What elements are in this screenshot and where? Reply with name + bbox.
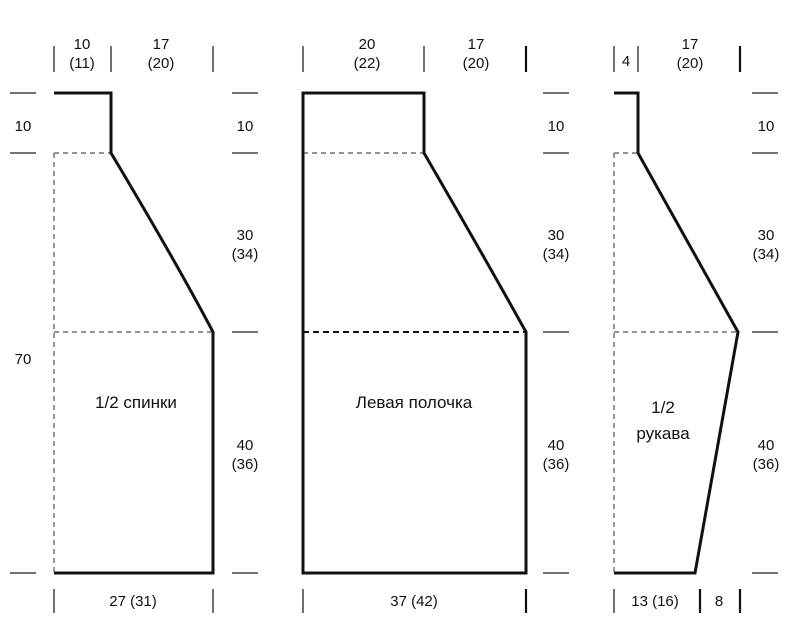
front-right-dim-bottom: 40: [548, 437, 565, 454]
sleeve-right-dim-bottom-alt: (36): [753, 456, 780, 473]
back-right-dim-bottom-alt: (36): [232, 456, 259, 473]
sleeve-right-dim-mid-alt: (34): [753, 246, 780, 263]
back-bottom-dim: 27 (31): [109, 593, 157, 610]
back-top-dim-armhole: 17: [153, 36, 170, 53]
front-label: Левая полочка: [356, 393, 473, 412]
front-right-dim-mid: 30: [548, 227, 565, 244]
back-right-dim-top: 10: [237, 118, 254, 135]
front-top-dim-armhole-alt: (20): [463, 55, 490, 72]
sleeve-label-line2: рукава: [636, 424, 690, 443]
sleeve-piece: 4 17 (20) 10 30 (34) 40 (36) 13 (16) 8 1…: [613, 36, 780, 613]
front-right-dim-mid-alt: (34): [543, 246, 570, 263]
sleeve-outline: [614, 91, 740, 575]
sleeve-right-dim-mid: 30: [758, 227, 775, 244]
front-top-dim-shoulder: 20: [359, 36, 376, 53]
front-bottom-dim: 37 (42): [390, 593, 438, 610]
back-right-dim-bottom: 40: [237, 437, 254, 454]
sleeve-top-dim-cap: 4: [622, 53, 630, 70]
front-right-dim-bottom-alt: (36): [543, 456, 570, 473]
front-piece: 20 (22) 17 (20) 10 30 (34) 40 (36) 37 (4…: [301, 36, 570, 613]
front-outline: [301, 91, 528, 575]
back-top-dim-shoulder: 10: [74, 36, 91, 53]
front-right-dim-top: 10: [548, 118, 565, 135]
back-label: 1/2 спинки: [95, 393, 177, 412]
sleeve-right-dim-bottom: 40: [758, 437, 775, 454]
sleeve-right-dim-top: 10: [758, 118, 775, 135]
sleeve-label-line1: 1/2: [651, 398, 675, 417]
back-top-dim-armhole-alt: (20): [148, 55, 175, 72]
back-piece: 10 (11) 17 (20) 10 70 10 30 (34) 40 (36)…: [10, 36, 258, 613]
back-top-dim-shoulder-alt: (11): [69, 55, 95, 72]
sleeve-top-dim-width-alt: (20): [677, 55, 704, 72]
sleeve-top-dim-width: 17: [682, 36, 699, 53]
front-top-dim-armhole: 17: [468, 36, 485, 53]
sleeve-bottom-dim-extra: 8: [715, 593, 723, 610]
back-right-dim-mid: 30: [237, 227, 254, 244]
front-top-dim-shoulder-alt: (22): [354, 55, 381, 72]
back-right-dim-mid-alt: (34): [232, 246, 259, 263]
back-left-dim-top: 10: [15, 118, 32, 135]
sleeve-bottom-dim-width: 13 (16): [631, 593, 679, 610]
back-outline: [54, 91, 215, 575]
back-left-dim-total: 70: [15, 351, 32, 368]
